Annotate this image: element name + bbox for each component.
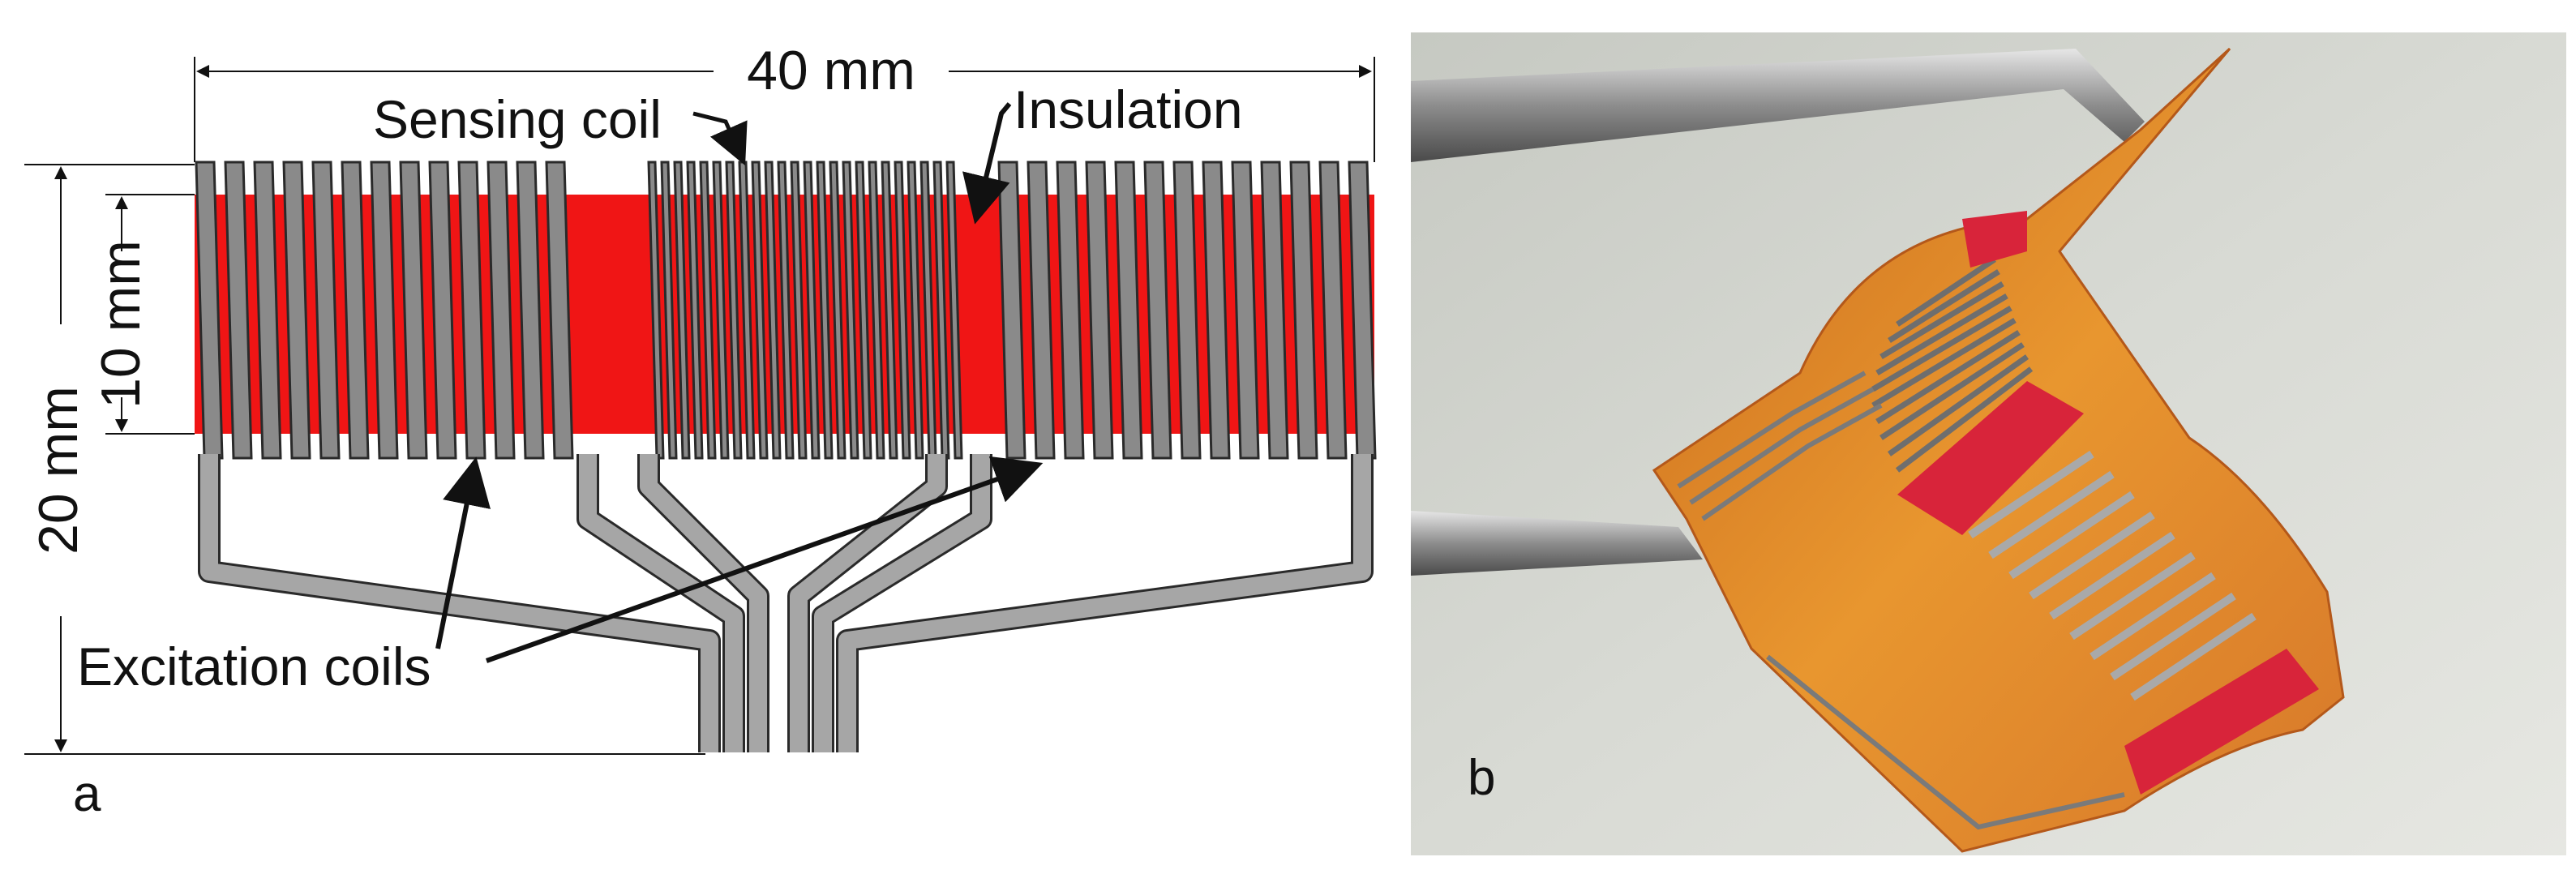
excitation-coil-right-turn (1172, 161, 1202, 460)
sensing-coil-turn (660, 161, 678, 460)
sensing-coil-turn (881, 161, 898, 460)
sensing-coil-turn (945, 161, 963, 460)
insulation-label: Insulation (1014, 79, 1243, 139)
excitation-coil-right-turn (1348, 161, 1377, 460)
excitation-coil-left-turn (545, 161, 574, 460)
excitation-coil-left-turn (282, 161, 311, 460)
sensing-coil-turn (777, 161, 795, 460)
excitation-coil-left-turn (516, 161, 545, 460)
sensing-coil-turn (907, 161, 924, 460)
panel-a-letter: a (73, 766, 101, 822)
panel-a-schematic: 40 mm 20 mm 10 mm (24, 40, 1377, 822)
excitation-coils-label: Excitation coils (77, 636, 431, 696)
excitation-coil-right-turn (1143, 161, 1172, 460)
excitation-coil-right-turn (1289, 161, 1318, 460)
excitation-coil-right-turn (1114, 161, 1143, 460)
excitation-coil-left-turn (195, 161, 224, 460)
lead-traces (198, 454, 1374, 752)
insulation-arrow (962, 102, 1012, 225)
panel-b-photo: b (1411, 32, 2566, 855)
sensing-coil-turn (803, 161, 821, 460)
insulation-patch-bottom (2124, 649, 2319, 795)
excitation-coil-right-turn (1318, 161, 1348, 460)
excitation-coil-left-turn (311, 161, 341, 460)
sensing-coil-turn (816, 161, 834, 460)
dimension-outer-height (24, 164, 705, 755)
sensing-coil-turn (829, 161, 847, 460)
excitation-coil-right-turn (1260, 161, 1289, 460)
excitation-arrow-2 (485, 456, 1044, 663)
sensing-coil-turn (842, 161, 859, 460)
excitation-coil-left-turn (399, 161, 428, 460)
sensing-coil-turn (790, 161, 808, 460)
excitation-coil-right-turn (1085, 161, 1114, 460)
sensing-coil-turn (699, 161, 717, 460)
sensing-coil-turn (764, 161, 782, 460)
excitation-coil-left-turn (224, 161, 253, 460)
sensing-coil-turn (868, 161, 885, 460)
excitation-coil-right-turn (1202, 161, 1231, 460)
flexible-sensor-photo: b (1411, 32, 2566, 855)
sensing-coil-turn (932, 161, 950, 460)
dim-outer-height-label: 20 mm (28, 386, 89, 555)
sensing-coil-label: Sensing coil (373, 89, 662, 149)
sensing-coil-turn (751, 161, 769, 460)
insulation-patch-top (1962, 211, 2027, 268)
dimension-inner-height (105, 194, 195, 435)
excitation-coil-right-turn (1027, 161, 1056, 460)
tweezer-lower-arm (1411, 511, 1703, 576)
excitation-coil-left-turn (486, 161, 516, 460)
excitation-coil-right-turn (1231, 161, 1260, 460)
sensing-coil-turn (855, 161, 872, 460)
excitation-arrow-1 (435, 456, 491, 649)
sensing-coil-arrow (692, 111, 748, 166)
panel-b-letter: b (1468, 750, 1495, 806)
tweezer-upper-arm (1411, 49, 2145, 162)
insulation-patch-middle (1897, 381, 2084, 535)
sensing-coil-turn (647, 161, 665, 460)
dim-inner-height-label: 10 mm (90, 240, 152, 409)
excitation-coil-left-turn (370, 161, 399, 460)
excitation-coil-left-turn (253, 161, 282, 460)
dim-width-label: 40 mm (747, 40, 915, 101)
sensing-coil-turn (673, 161, 691, 460)
schematic-diagram: 40 mm 20 mm 10 mm (24, 40, 1377, 822)
excitation-coil-left-turn (341, 161, 370, 460)
sensing-coil-turn (686, 161, 704, 460)
sensing-coil-turn (894, 161, 911, 460)
dimension-width (194, 57, 1375, 162)
excitation-coil-traces (1968, 450, 2257, 701)
lead-traces-photo (1677, 371, 2125, 830)
coil-traces (195, 161, 1377, 460)
excitation-coil-right-turn (1056, 161, 1085, 460)
sensing-coil-traces (1871, 257, 2034, 473)
